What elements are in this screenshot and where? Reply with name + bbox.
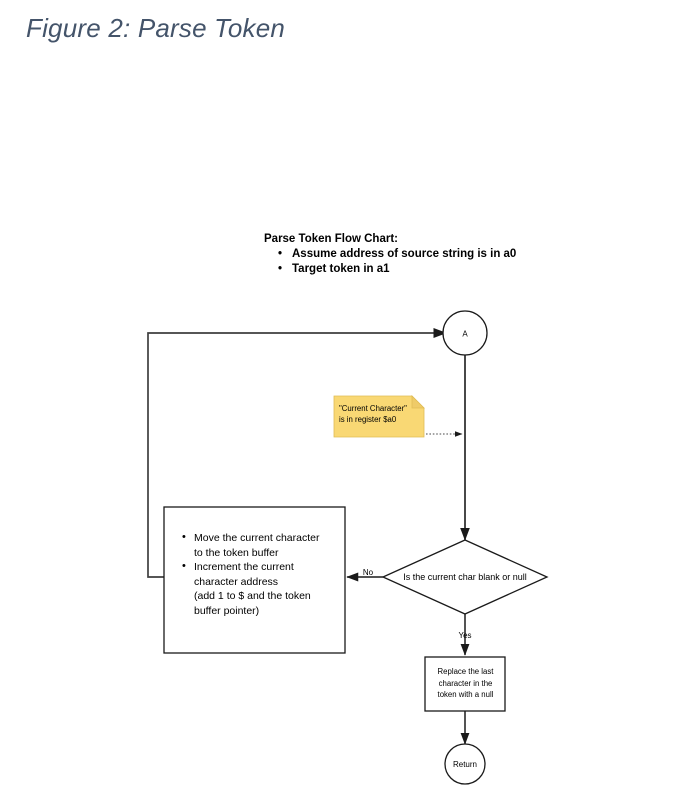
replace-box-line-1: character in the <box>438 678 493 688</box>
node-connector-a-label: A <box>462 330 468 339</box>
flowchart-heading-bullet-0: Assume address of source string is in a0 <box>278 247 516 262</box>
sticky-note-body <box>333 395 425 438</box>
edge-loop-back-to-a <box>147 327 447 578</box>
flowchart-heading-bullet-1: Target token in a1 <box>278 262 516 277</box>
replace-box-line-2: token with a null <box>437 690 494 699</box>
flowchart-heading-title: Parse Token Flow Chart: <box>264 233 398 245</box>
replace-box-line-0: Replace the last <box>437 667 494 676</box>
process-loop-bullet-1: Increment the current character address … <box>182 559 341 618</box>
process-loop-bullet-1-line-2: (add 1 to $ and the token <box>194 590 311 603</box>
edge-label-yes: Yes <box>458 631 471 640</box>
process-loop-bullet-0-line-1: to the token buffer <box>194 546 279 559</box>
sticky-note-text: "Current Character" is in register $a0 <box>339 403 423 425</box>
process-loop-bullet-1-line-0: Increment the current <box>194 561 294 574</box>
process-loop-bullet-1-line-1: character address <box>194 575 279 588</box>
node-process-loop-text: Move the current character to the token … <box>176 530 341 619</box>
edge-label-no: No <box>363 568 374 577</box>
process-loop-bullet-0: Move the current character to the token … <box>182 530 341 560</box>
node-replace-box-text: Replace the last character in the token … <box>427 666 504 701</box>
process-loop-bullet-list: Move the current character to the token … <box>176 530 341 619</box>
node-return-terminal-label: Return <box>453 760 477 769</box>
sticky-note-fold-icon <box>411 395 425 409</box>
page-title: Figure 2: Parse Token <box>26 13 286 43</box>
process-loop-bullet-0-line-0: Move the current character <box>194 532 320 544</box>
node-return-terminal <box>444 743 486 785</box>
node-decision-label: Is the current char blank or null <box>403 572 527 582</box>
sticky-note-line-0: "Current Character" <box>339 404 407 413</box>
node-replace-box <box>424 656 506 712</box>
flowchart-heading-bullet-list: Assume address of source string is in a0… <box>264 247 516 277</box>
sticky-note-line-1: is in register $a0 <box>339 415 397 424</box>
flowchart-heading-block: Parse Token Flow Chart: Assume address o… <box>264 232 516 277</box>
process-loop-bullet-1-line-3: buffer pointer) <box>194 604 260 617</box>
